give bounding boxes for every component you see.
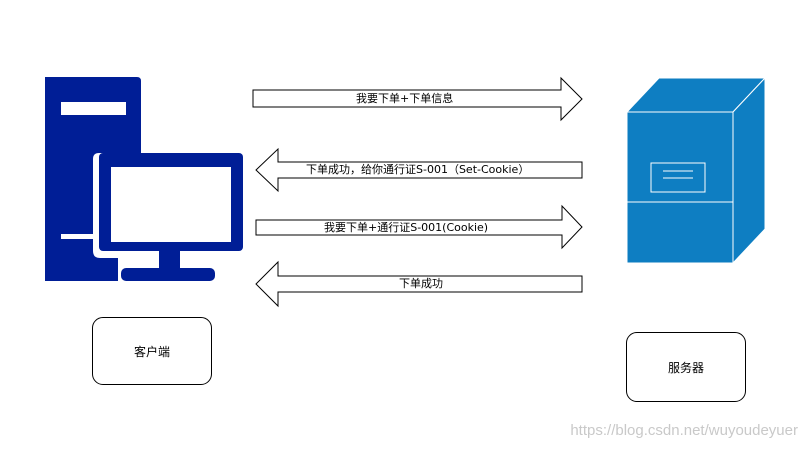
monitor-base (121, 268, 215, 281)
server-label: 服务器 (667, 360, 704, 375)
server-panel (650, 162, 706, 193)
monitor-neck (159, 251, 180, 271)
arrow-1-label: 我要下单+下单信息 (356, 92, 454, 105)
arrow-2-left (255, 147, 583, 193)
client-label: 客户端 (133, 344, 170, 359)
tower-slot-bottom (61, 234, 93, 239)
computer-tower (45, 77, 141, 281)
server-box: 服务器 (626, 332, 746, 402)
tower-slot-top (61, 102, 126, 115)
arrow-4-left (255, 260, 583, 308)
arrow-1-right (252, 76, 583, 122)
arrow-3-label: 我要下单+通行证S-001(Cookie) (324, 221, 489, 234)
server-box-icon (625, 76, 767, 265)
monitor-screen (111, 167, 231, 242)
desktop-computer-icon (45, 77, 243, 281)
watermark-url: https://blog.csdn.net/wuyoudeyuer (570, 422, 798, 439)
server-front-face (626, 111, 734, 264)
arrow-4-label: 下单成功 (399, 277, 443, 290)
arrow-3-right (255, 204, 583, 250)
arrow-2-label: 下单成功，给你通行证S-001（Set-Cookie） (306, 163, 530, 176)
client-box: 客户端 (92, 317, 212, 385)
